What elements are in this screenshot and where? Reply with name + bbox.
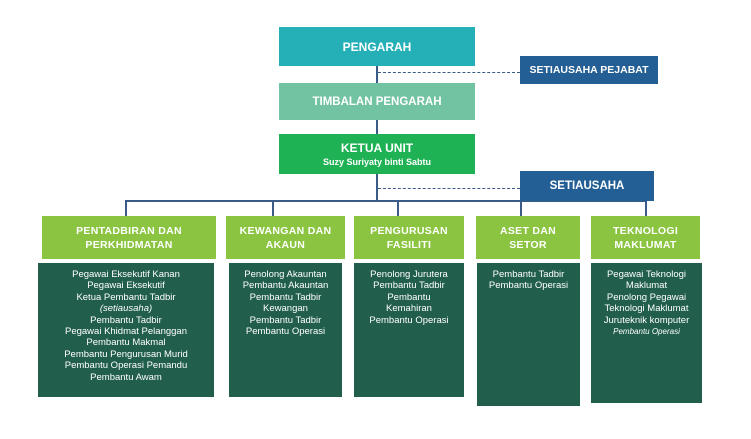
staff-item: Pembantu Akauntan xyxy=(242,280,329,292)
office-secretary-label: SETIAUSAHA PEJABAT xyxy=(529,64,649,76)
horizontal-bus xyxy=(125,200,647,202)
secretary-box: SETIAUSAHA xyxy=(520,171,654,201)
staff-item: Kewangan xyxy=(263,303,308,315)
department-finance: KEWANGAN DAN AKAUN xyxy=(226,216,345,259)
department-label-line2: PERKHIDMATAN xyxy=(85,238,173,251)
dashed-line-secretary xyxy=(378,188,520,189)
staff-item: Penolong Jurutera xyxy=(370,269,448,280)
staff-item: Pembantu Tadbir xyxy=(249,291,322,303)
staff-item: Ketua Pembantu Tadbir xyxy=(76,291,176,303)
staff-item: Juruteknik komputer xyxy=(603,314,690,326)
department-label-line1: PENTADBIRAN DAN xyxy=(76,224,182,237)
connector-deputy-head xyxy=(376,120,378,134)
office-secretary-box: SETIAUSAHA PEJABAT xyxy=(520,56,658,84)
staff-list-finance: Penolong Akauntan Pembantu Akauntan Pemb… xyxy=(229,263,342,397)
staff-item: Pegawai Eksekutif xyxy=(87,280,165,292)
secretary-label: SETIAUSAHA xyxy=(549,180,625,192)
staff-list-administration: Pegawai Eksekutif Kanan Pegawai Eksekuti… xyxy=(38,263,214,397)
department-administration: PENTADBIRAN DAN PERKHIDMATAN xyxy=(42,216,216,259)
department-label-line1: PENGURUSAN xyxy=(370,224,448,237)
drop-dept-5 xyxy=(645,200,647,216)
staff-list-facilities: Penolong Jurutera Pembantu Tadbir Pemban… xyxy=(354,263,464,397)
staff-list-it: Pegawai Teknologi Maklumat Penolong Pega… xyxy=(591,263,702,403)
staff-item: Pembantu Operasi Pemandu xyxy=(64,360,188,372)
department-label-line1: ASET DAN xyxy=(499,224,557,237)
staff-item: (setiausaha) xyxy=(99,303,153,315)
staff-item: Pembantu Operasi xyxy=(245,326,326,338)
director-label: PENGARAH xyxy=(342,39,412,54)
staff-item: Pegawai Eksekutif Kanan xyxy=(72,269,180,280)
department-label-line1: KEWANGAN DAN xyxy=(239,224,332,237)
staff-item: Pembantu Tadbir xyxy=(492,269,565,280)
staff-item: Penolong Pegawai xyxy=(606,291,687,303)
department-assets: ASET DAN SETOR xyxy=(476,216,580,259)
staff-item: Pembantu Tadbir xyxy=(373,280,445,292)
department-label-line2: MAKLUMAT xyxy=(614,238,677,251)
deputy-director-box: TIMBALAN PENGARAH xyxy=(279,83,475,120)
drop-dept-1 xyxy=(125,200,127,216)
staff-item: Pembantu Operasi xyxy=(488,280,569,292)
department-label-line2: FASILITI xyxy=(386,238,432,251)
staff-item: Teknologi Maklumat xyxy=(604,303,689,315)
director-box: PENGARAH xyxy=(279,27,475,66)
staff-item: Pembantu Tadbir xyxy=(90,314,162,326)
staff-item: Pembantu Pengurusan Murid xyxy=(64,348,188,360)
staff-item: Kemahiran xyxy=(386,303,432,315)
drop-dept-4 xyxy=(520,200,522,216)
department-label-line1: TEKNOLOGI xyxy=(612,224,679,237)
connector-head-bus xyxy=(376,174,378,201)
staff-item: Pegawai Teknologi xyxy=(606,269,687,280)
staff-item: Pembantu xyxy=(387,291,431,303)
head-unit-name: Suzy Suriyaty binti Sabtu xyxy=(322,157,432,167)
department-facilities: PENGURUSAN FASILITI xyxy=(354,216,464,259)
staff-item: Pembantu Tadbir xyxy=(249,314,322,326)
department-it: TEKNOLOGI MAKLUMAT xyxy=(591,216,700,259)
staff-list-assets: Pembantu Tadbir Pembantu Operasi xyxy=(477,263,580,406)
staff-item: Pembantu Makmal xyxy=(86,337,166,349)
department-label-line2: SETOR xyxy=(509,238,547,251)
staff-item: Pembantu Operasi xyxy=(369,314,449,326)
deputy-director-label: TIMBALAN PENGARAH xyxy=(312,95,442,108)
staff-item: Pegawai Khidmat Pelanggan xyxy=(64,326,187,338)
staff-item: Penolong Akauntan xyxy=(244,269,327,280)
staff-item: Pembantu Awam xyxy=(90,371,162,383)
head-unit-title: KETUA UNIT xyxy=(340,141,414,155)
head-unit-box: KETUA UNIT Suzy Suriyaty binti Sabtu xyxy=(279,134,475,174)
connector-director-deputy xyxy=(376,66,378,83)
drop-dept-2 xyxy=(272,200,274,216)
staff-item: Pembantu Operasi xyxy=(613,327,680,337)
staff-item: Maklumat xyxy=(625,280,668,292)
drop-dept-3 xyxy=(397,200,399,216)
dashed-line-office-secretary xyxy=(378,72,520,73)
department-label-line2: AKAUN xyxy=(265,238,306,251)
